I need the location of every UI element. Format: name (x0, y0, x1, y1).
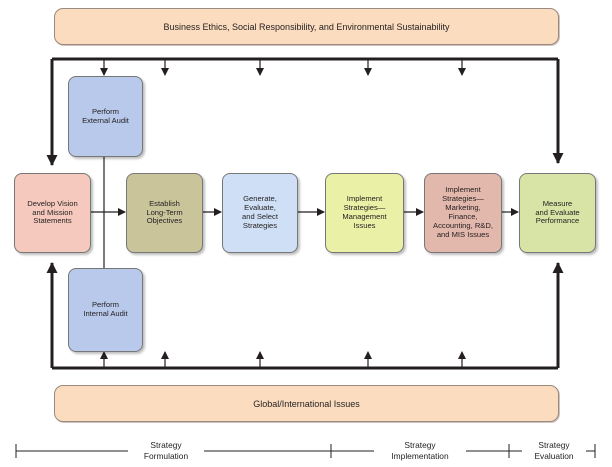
external-audit-box: Perform External Audit (68, 76, 143, 157)
ethics-banner-label: Business Ethics, Social Responsibility, … (163, 21, 450, 32)
vision-mission-box: Develop Vision and Mission Statements (14, 173, 91, 253)
generate-strategies-box: Generate, Evaluate, and Select Strategie… (222, 173, 298, 253)
bottom-influence-arrows (100, 351, 466, 367)
internal-audit-box: Perform Internal Audit (68, 268, 143, 352)
phase-evaluation-label: Strategy Evaluation (522, 440, 586, 461)
measure-performance-box: Measure and Evaluate Performance (519, 173, 596, 253)
implement-marketing-box: Implement Strategies— Marketing, Finance… (424, 173, 502, 253)
top-influence-arrows (100, 60, 466, 76)
global-issues-label: Global/International Issues (253, 398, 360, 409)
global-issues-banner: Global/International Issues (54, 385, 559, 422)
phase-implementation-label: Strategy Implementation (374, 440, 466, 461)
phase-timeline (15, 444, 596, 458)
phase-formulation-label: Strategy Formulation (128, 440, 204, 461)
ethics-banner: Business Ethics, Social Responsibility, … (54, 8, 559, 45)
feedback-loop (46, 57, 564, 370)
long-term-objectives-box: Establish Long-Term Objectives (126, 173, 203, 253)
implement-management-box: Implement Strategies— Management Issues (325, 173, 404, 253)
